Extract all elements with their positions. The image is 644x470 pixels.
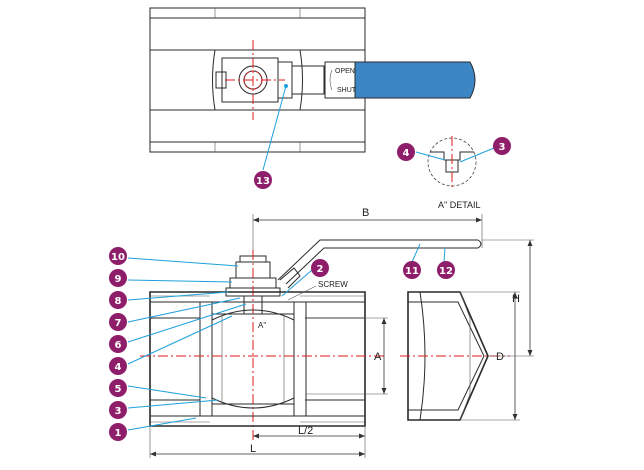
open-label: OPEN <box>335 68 355 75</box>
svg-text:13: 13 <box>256 176 270 187</box>
callout-12: 12 <box>437 261 455 279</box>
svg-text:9: 9 <box>115 274 122 285</box>
svg-text:6: 6 <box>115 340 122 351</box>
svg-text:3: 3 <box>499 142 506 153</box>
svg-text:4: 4 <box>115 362 122 373</box>
callout-detail-4: 4 <box>397 143 415 161</box>
callout-9: 9 <box>109 269 127 287</box>
section-view: B A" SCREW <box>140 207 483 458</box>
dim-B: B <box>362 207 369 219</box>
svg-text:11: 11 <box>405 266 419 277</box>
dim-D: D <box>496 351 504 363</box>
dim-H: H <box>512 293 520 305</box>
end-view: D H <box>400 239 534 421</box>
callout-3: 3 <box>109 401 127 419</box>
svg-text:2: 2 <box>317 264 324 275</box>
svg-text:7: 7 <box>115 318 122 329</box>
svg-text:8: 8 <box>115 296 122 307</box>
screw-label: SCREW <box>318 280 348 289</box>
top-view: OPEN SHUT <box>149 7 476 171</box>
point-A-label: A" <box>258 321 266 330</box>
callout-5: 5 <box>109 379 127 397</box>
callout-4: 4 <box>109 357 127 375</box>
callout-11: 11 <box>403 261 421 279</box>
dim-L-half: L/2 <box>298 425 313 437</box>
callout-1: 1 <box>109 423 127 441</box>
dim-A: A <box>374 351 382 363</box>
svg-text:5: 5 <box>115 384 122 395</box>
callout-2: 2 <box>311 259 329 277</box>
callout-8: 8 <box>109 291 127 309</box>
callout-6: 6 <box>109 335 127 353</box>
svg-text:12: 12 <box>439 266 453 277</box>
callout-10: 10 <box>109 247 127 265</box>
shut-label: SHUT <box>337 87 357 94</box>
detail-title: A" DETAIL <box>438 200 481 210</box>
dim-L: L <box>250 443 256 455</box>
callout-7: 7 <box>109 313 127 331</box>
svg-text:4: 4 <box>403 148 410 159</box>
callout-13: 13 <box>254 171 272 189</box>
handle-icon <box>324 61 476 99</box>
leader-lines <box>127 257 313 431</box>
svg-text:1: 1 <box>115 428 122 439</box>
svg-text:10: 10 <box>111 252 125 263</box>
detail-view: A" DETAIL <box>415 136 495 210</box>
callout-detail-3: 3 <box>493 137 511 155</box>
svg-text:3: 3 <box>115 406 122 417</box>
